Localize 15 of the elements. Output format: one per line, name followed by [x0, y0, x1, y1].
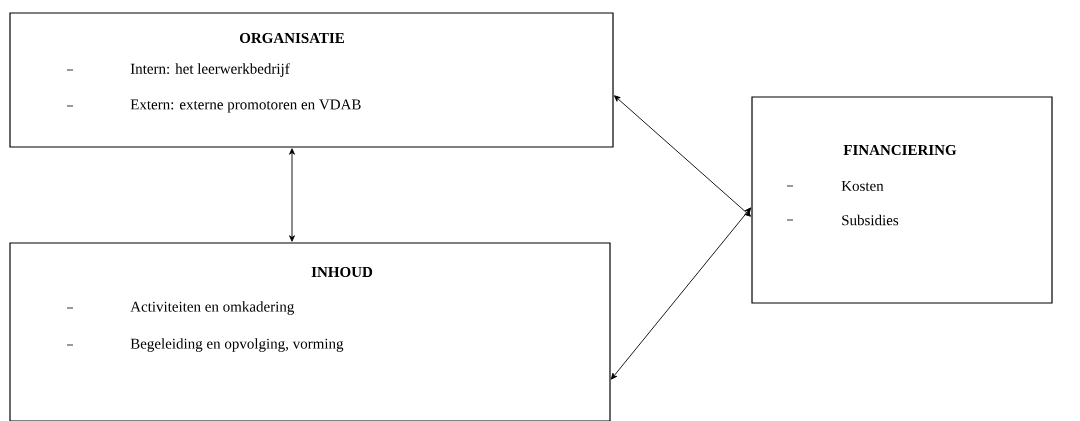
bullet-text: Activiteiten en omkadering	[130, 301, 295, 315]
bullet-text: Intern: het leerwerkbedrijf	[130, 63, 290, 77]
arrow	[289, 148, 295, 242]
text-box	[9, 12, 614, 148]
heading: INHOUD	[311, 266, 373, 278]
heading: ORGANISATIE	[239, 32, 344, 44]
bullet-text: Extern: externe promotoren en VDAB	[130, 99, 361, 113]
text-box	[751, 96, 1053, 304]
bullet-text: Kosten	[841, 181, 884, 191]
text-box	[9, 242, 611, 421]
bullet-text: Subsidies	[842, 214, 899, 226]
arrow	[610, 207, 752, 380]
heading: FINANCIERING	[843, 144, 957, 156]
bullet-text: Begeleiding en opvolging, vorming	[130, 338, 344, 352]
arrow	[614, 95, 752, 217]
